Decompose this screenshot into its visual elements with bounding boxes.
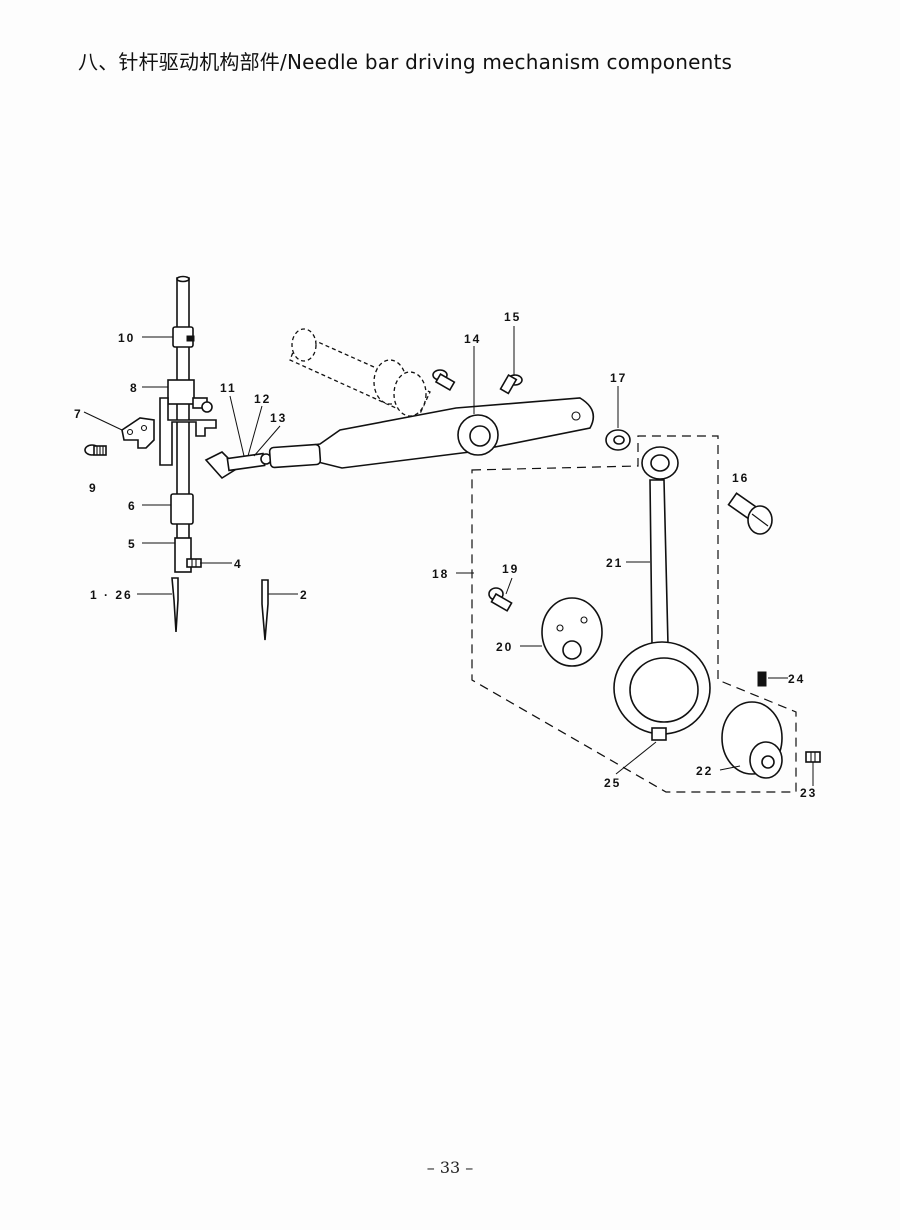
part-number-labels: 10 8 7 9 6 5 4 1 · 26 2 11 12 13 14 15 1…	[74, 310, 817, 800]
label-part-15: 15	[504, 310, 521, 324]
label-part-6: 6	[128, 499, 137, 513]
label-part-11: 11	[220, 381, 237, 395]
needle-bar-assembly	[84, 275, 272, 641]
label-part-14: 14	[464, 332, 481, 346]
oil-nipple-part-25	[651, 727, 667, 741]
eccentric-bore	[761, 755, 775, 769]
label-part-17: 17	[610, 371, 627, 385]
label-part-5: 5	[128, 537, 137, 551]
link-pin-part-12	[226, 452, 266, 472]
needle-bar-crank-assembly	[268, 328, 631, 469]
needle-part-2	[261, 579, 269, 641]
label-part-4: 4	[234, 557, 243, 571]
thread-guide-hole-2	[140, 424, 148, 432]
thread-guide-hole	[126, 428, 134, 436]
label-part-13: 13	[270, 411, 287, 425]
crank-arm-body	[275, 397, 595, 469]
label-part-7: 7	[74, 407, 83, 421]
connecting-rod-part-21	[649, 479, 669, 646]
page-title: 八、针杆驱动机构部件/Needle bar driving mechanism …	[78, 50, 733, 74]
label-part-23: 23	[800, 786, 817, 800]
rod-small-end-bore	[650, 454, 670, 472]
label-part-16: 16	[732, 471, 749, 485]
page-number: – 33 –	[426, 1158, 474, 1177]
label-part-1-26: 1 · 26	[90, 588, 133, 602]
crank-hub-bore	[469, 425, 491, 447]
washer-hole	[613, 435, 625, 445]
hinge-screw-part-16	[727, 492, 773, 535]
plate-hole	[556, 624, 564, 632]
screw-part-9	[84, 444, 107, 456]
leader-lines	[83, 326, 814, 786]
group-outline-part-18	[471, 435, 797, 793]
guide-bracket	[159, 397, 217, 466]
needle-bar-rod	[176, 277, 190, 571]
ghost-shaft-end	[291, 328, 317, 362]
label-part-12: 12	[254, 392, 271, 406]
label-part-20: 20	[496, 640, 513, 654]
crank-screw-part-14	[432, 369, 456, 392]
ghost-bushing-2	[393, 371, 427, 417]
rod-big-end-bore	[629, 657, 699, 723]
clamp-pin-end	[201, 401, 213, 413]
thread-guide-part-7	[121, 417, 155, 449]
needle-bar-top	[176, 275, 190, 283]
needle-part-1-26	[171, 577, 179, 633]
set-screw-part-23	[805, 751, 821, 763]
crank-end-hole	[571, 411, 581, 421]
label-part-18: 18	[432, 567, 449, 581]
plate-hole-2	[580, 616, 588, 624]
label-part-9: 9	[89, 481, 98, 495]
needle-set-screw-part-4	[186, 558, 202, 568]
crank-arm-end	[268, 443, 322, 469]
label-part-21: 21	[606, 556, 623, 570]
plate-large-hole	[562, 640, 582, 660]
label-part-19: 19	[502, 562, 519, 576]
label-part-8: 8	[130, 381, 139, 395]
label-part-22: 22	[696, 764, 713, 778]
plate-screw-part-19	[488, 587, 513, 612]
lower-collar-part-6	[170, 493, 194, 525]
needle-bar-clamp-part-8	[167, 379, 195, 405]
connecting-rod-group-part-18	[471, 435, 821, 793]
collar-screw-part-10	[186, 335, 195, 342]
label-part-24: 24	[788, 672, 805, 686]
label-part-2: 2	[300, 588, 309, 602]
crank-screw-part-15	[499, 373, 523, 395]
label-part-25: 25	[604, 776, 621, 790]
counterweight-plate-part-20	[541, 597, 603, 667]
set-screw-part-24	[757, 671, 767, 687]
label-part-10: 10	[118, 331, 135, 345]
